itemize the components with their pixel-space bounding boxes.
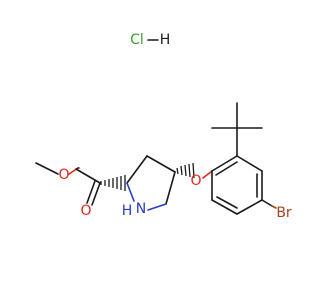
aryl-bond-ab — [211, 155, 238, 172]
bromine-label: Br — [276, 205, 292, 221]
ester-o-carbonyl-bond — [75, 168, 101, 184]
aryl-bond-ef-inner — [216, 196, 238, 209]
aryl-ring — [202, 155, 263, 215]
ester-o-double-label: O — [80, 203, 91, 219]
bromo-substituent: Br — [261, 199, 292, 221]
aryl-bond-ab-inner — [215, 161, 238, 176]
ring-bond-n-c2 — [126, 182, 135, 202]
aryl-bond-bc — [236, 155, 263, 172]
ring-bond-c5-n — [147, 203, 167, 211]
chemical-structure: Cl H O O N H — [35, 32, 292, 221]
stereo-wedge-c4 — [176, 162, 195, 179]
methyl-bond — [35, 162, 59, 175]
chlorine-label: Cl — [130, 32, 144, 48]
hcl-salt: Cl H — [130, 32, 170, 48]
ring-n-label: N — [136, 201, 146, 217]
ring-bond-c3-c4 — [146, 155, 176, 173]
ring-bond-c4-c5 — [165, 171, 176, 205]
tert-butyl-group — [211, 102, 263, 157]
aryl-bond-ef — [211, 199, 238, 215]
methyl-ester-group: O O — [35, 162, 101, 219]
aryl-bond-de — [236, 199, 263, 215]
carbonyl-bond-a — [91, 182, 101, 206]
carbonyl-bond-b — [86, 180, 96, 204]
pyrrolidine-ring: N H — [122, 155, 176, 219]
ring-bond-c2-c3 — [126, 155, 148, 184]
ether-o-aryl-bond — [202, 170, 213, 179]
ring-nh-label: H — [122, 203, 133, 219]
hydrogen-label: H — [160, 32, 171, 48]
c-br-bond — [261, 199, 273, 207]
stereo-wedge-c2 — [100, 175, 126, 191]
ester-o-single-label: O — [58, 167, 69, 183]
ether-o-label: O — [190, 173, 201, 189]
